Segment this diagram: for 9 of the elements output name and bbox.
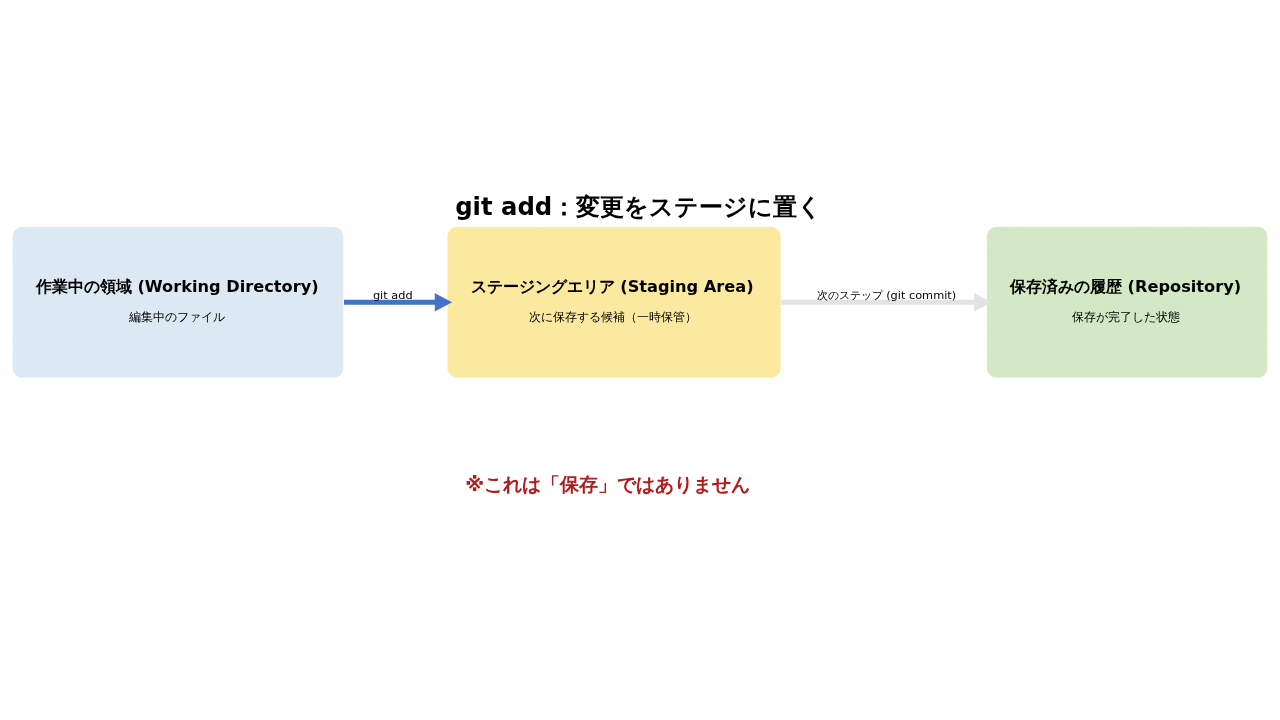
- edge-label: 次のステップ (git commit): [816, 288, 957, 303]
- arrow: [344, 293, 453, 312]
- node-box: 保存済みの履歴 (Repository) 保存が完了した状態: [986, 226, 1269, 379]
- node-box: 作業中の領域 (Working Directory) 編集中のファイル: [11, 226, 345, 379]
- label: ※これは「保存」ではありません: [465, 473, 751, 497]
- arrow: [781, 293, 992, 312]
- node-box: ステージングエリア (Staging Area) 次に保存する候補（一時保管）: [446, 226, 782, 379]
- diagram-title: git add：変更をステージに置く: [455, 192, 823, 222]
- edge-label: git add: [372, 288, 413, 303]
